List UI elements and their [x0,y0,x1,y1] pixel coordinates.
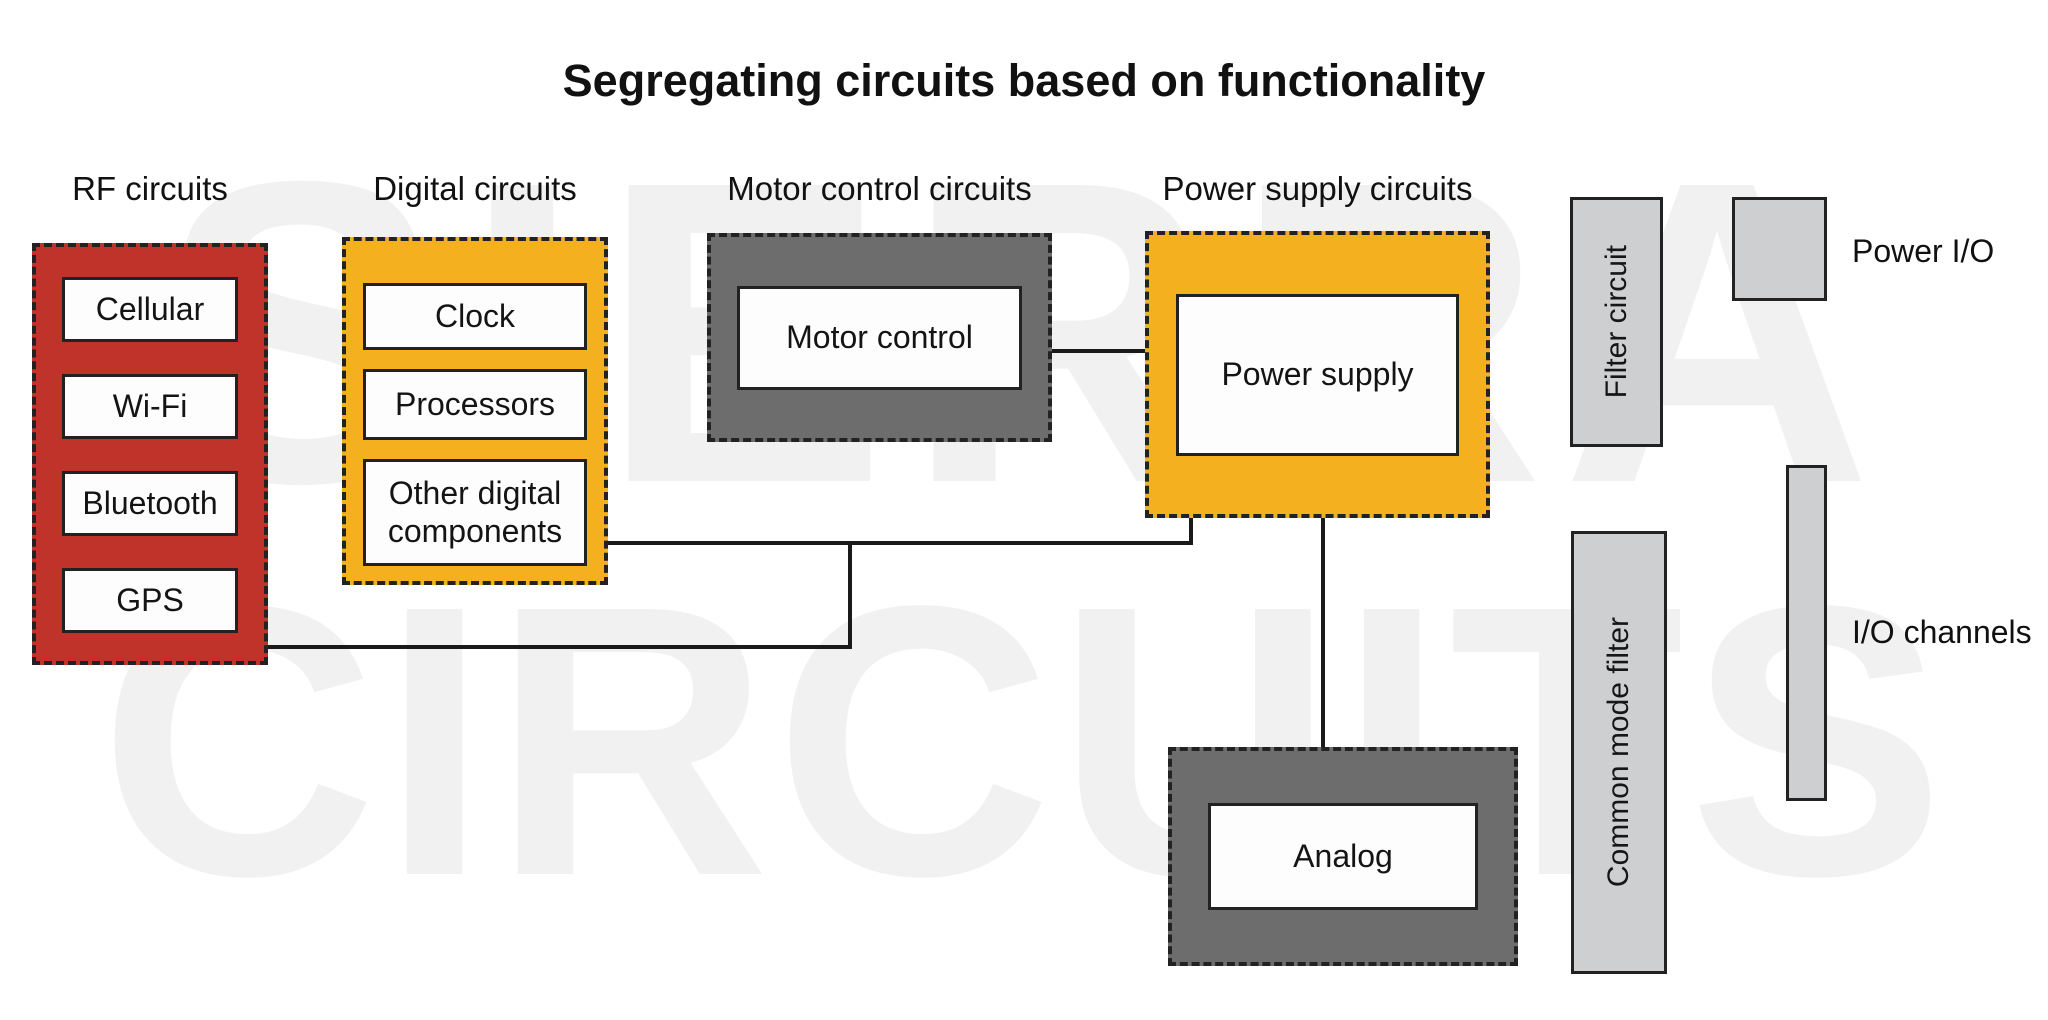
watermark-line-2: CIRCUITS [98,525,1950,956]
connector-rf-to-digital-vertical [848,541,852,649]
node-processors: Processors [363,369,587,441]
header-motor-control-circuits: Motor control circuits [727,170,1032,207]
block-io-channels [1786,465,1827,801]
diagram-title: Segregating circuits based on functional… [562,55,1486,106]
node-analog: Analog [1208,803,1478,910]
connector-rf-horizontal [266,645,852,649]
connector-motor-to-power [1052,349,1145,353]
connector-digital-horizontal [608,541,1193,545]
group-power-supply-circuits: Power supply [1145,231,1490,518]
header-digital-circuits: Digital circuits [373,170,577,207]
power-io-label: Power I/O [1852,233,1995,269]
node-bluetooth: Bluetooth [62,471,238,536]
block-power-io [1732,197,1827,301]
io-channels-label: I/O channels [1852,614,2032,650]
node-cellular: Cellular [62,277,238,342]
group-analog: Analog [1168,747,1518,966]
header-rf-circuits: RF circuits [72,170,228,207]
group-digital-circuits: Clock Processors Other digital component… [342,237,608,585]
block-filter-circuit: Filter circuit [1570,197,1663,447]
node-gps: GPS [62,568,238,633]
block-common-mode-filter: Common mode filter [1571,531,1667,974]
node-other-digital-components: Other digital components [363,459,587,566]
group-motor-control-circuits: Motor control [707,233,1052,442]
connector-power-stub [1189,516,1193,545]
node-motor-control: Motor control [737,285,1022,390]
node-power-supply: Power supply [1176,293,1459,456]
header-power-supply-circuits: Power supply circuits [1162,170,1473,207]
node-wifi: Wi-Fi [62,374,238,439]
connector-power-to-analog [1321,516,1325,747]
group-rf-circuits: Cellular Wi-Fi Bluetooth GPS [32,243,268,665]
common-mode-filter-label: Common mode filter [1602,617,1635,888]
node-clock: Clock [363,283,587,351]
filter-circuit-label: Filter circuit [1599,245,1633,399]
